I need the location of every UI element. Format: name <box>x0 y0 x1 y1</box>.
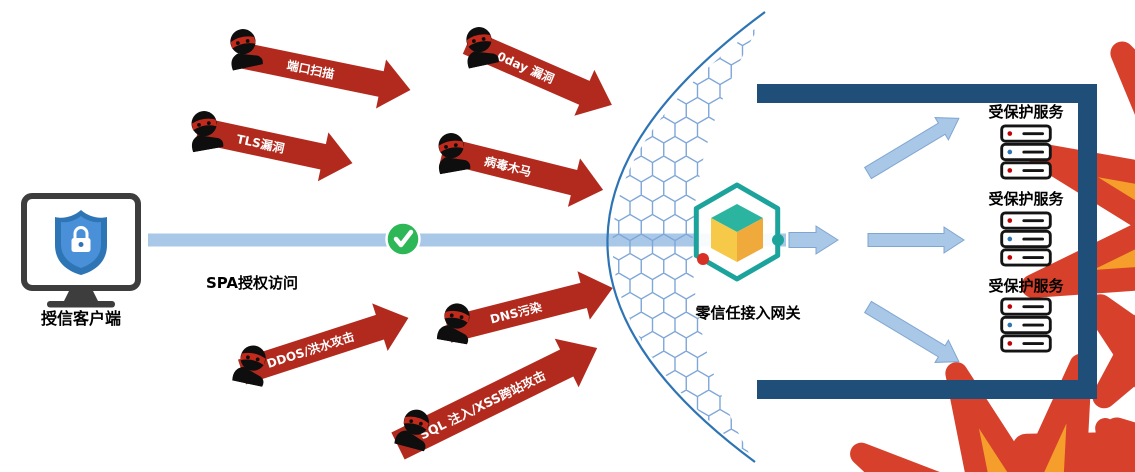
spa-label: SPA授权访问 <box>206 274 298 292</box>
check-icon <box>385 221 421 257</box>
shield-lock-icon <box>55 210 107 275</box>
attack-arrow-virus: 病毒木马 <box>439 137 604 207</box>
server-arrow-bottom <box>863 300 960 363</box>
server-label: 受保护服务 <box>988 190 1064 208</box>
server-label: 受保护服务 <box>988 277 1064 295</box>
server-rack-icon <box>1000 211 1052 267</box>
server-label: 受保护服务 <box>988 103 1064 121</box>
attack-arrow-dns: DNS污染 <box>444 271 613 343</box>
gateway-label: 零信任接入网关 <box>694 304 800 322</box>
attack-arrow-tls: TLS漏洞 <box>195 117 353 182</box>
server-rack-icon <box>1000 297 1052 353</box>
server-arrow-middle <box>867 226 965 254</box>
attack-arrow-port-scan: 端口扫描 <box>237 42 411 109</box>
attack-label: SQL 注入/XSS跨站攻击 <box>417 368 548 443</box>
shield-mesh <box>612 25 760 455</box>
client-monitor <box>21 193 141 308</box>
server-rack-icon <box>1000 124 1052 180</box>
hexagon-logo-icon <box>693 182 784 282</box>
flow-arrowhead <box>788 225 839 255</box>
server-arrow-top <box>863 117 960 180</box>
dome-arc <box>606 11 766 463</box>
client-label: 授信客户端 <box>41 309 121 328</box>
